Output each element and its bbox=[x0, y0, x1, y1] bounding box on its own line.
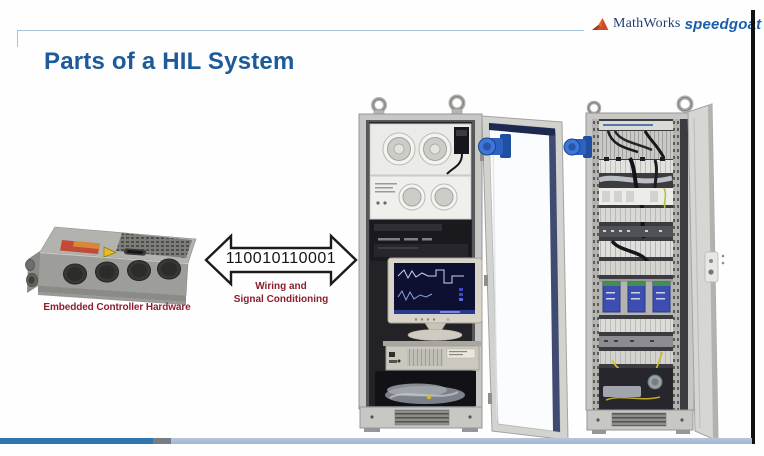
slide-frame-top-line bbox=[17, 30, 584, 31]
rack-glass-door bbox=[478, 115, 569, 441]
rack-equipment-dark-zone bbox=[370, 220, 471, 261]
io-wiring-cabinet-illustration bbox=[563, 95, 725, 442]
cabinet-base bbox=[586, 409, 694, 434]
warning-triangle-icon bbox=[103, 246, 117, 258]
slide-title: Parts of a HIL System bbox=[44, 48, 295, 75]
progress-track[interactable] bbox=[171, 438, 752, 444]
slide-frame-corner-tick bbox=[17, 30, 18, 47]
front-connectors bbox=[63, 258, 181, 285]
brand-logo: MathWorks speedgoat bbox=[592, 14, 761, 34]
progress-played[interactable] bbox=[0, 438, 153, 444]
speedgoat-wordmark: speedgoat bbox=[684, 15, 762, 33]
video-progress-bar[interactable] bbox=[0, 438, 752, 444]
binary-arrow-icon bbox=[204, 233, 358, 287]
door-latch bbox=[704, 251, 719, 283]
cable-tray bbox=[375, 371, 476, 406]
cee-plug-icon-2 bbox=[563, 136, 592, 158]
fan-panel-top bbox=[369, 123, 472, 176]
io-cards bbox=[602, 281, 671, 313]
wiring-label: Wiring and Signal Conditioning bbox=[204, 281, 358, 306]
wiring-interior bbox=[598, 121, 673, 410]
controller-label: Embedded Controller Hardware bbox=[43, 302, 191, 313]
cee-plug-icon bbox=[478, 134, 511, 158]
embedded-controller-illustration bbox=[25, 226, 197, 305]
fan-panel-second bbox=[369, 175, 472, 220]
progress-handle[interactable] bbox=[153, 438, 171, 444]
rack-base bbox=[359, 406, 483, 432]
mathworks-triangle-icon bbox=[592, 17, 609, 30]
host-computer bbox=[383, 341, 481, 371]
video-right-edge bbox=[751, 10, 755, 444]
target-machine-rack-illustration bbox=[358, 94, 483, 432]
monitor bbox=[387, 257, 483, 341]
wiring-label-line2: Signal Conditioning bbox=[233, 293, 329, 305]
binary-signal-text: 110010110001 bbox=[225, 250, 337, 267]
wiring-label-line1: Wiring and bbox=[255, 281, 307, 292]
mathworks-wordmark: MathWorks bbox=[613, 16, 681, 31]
